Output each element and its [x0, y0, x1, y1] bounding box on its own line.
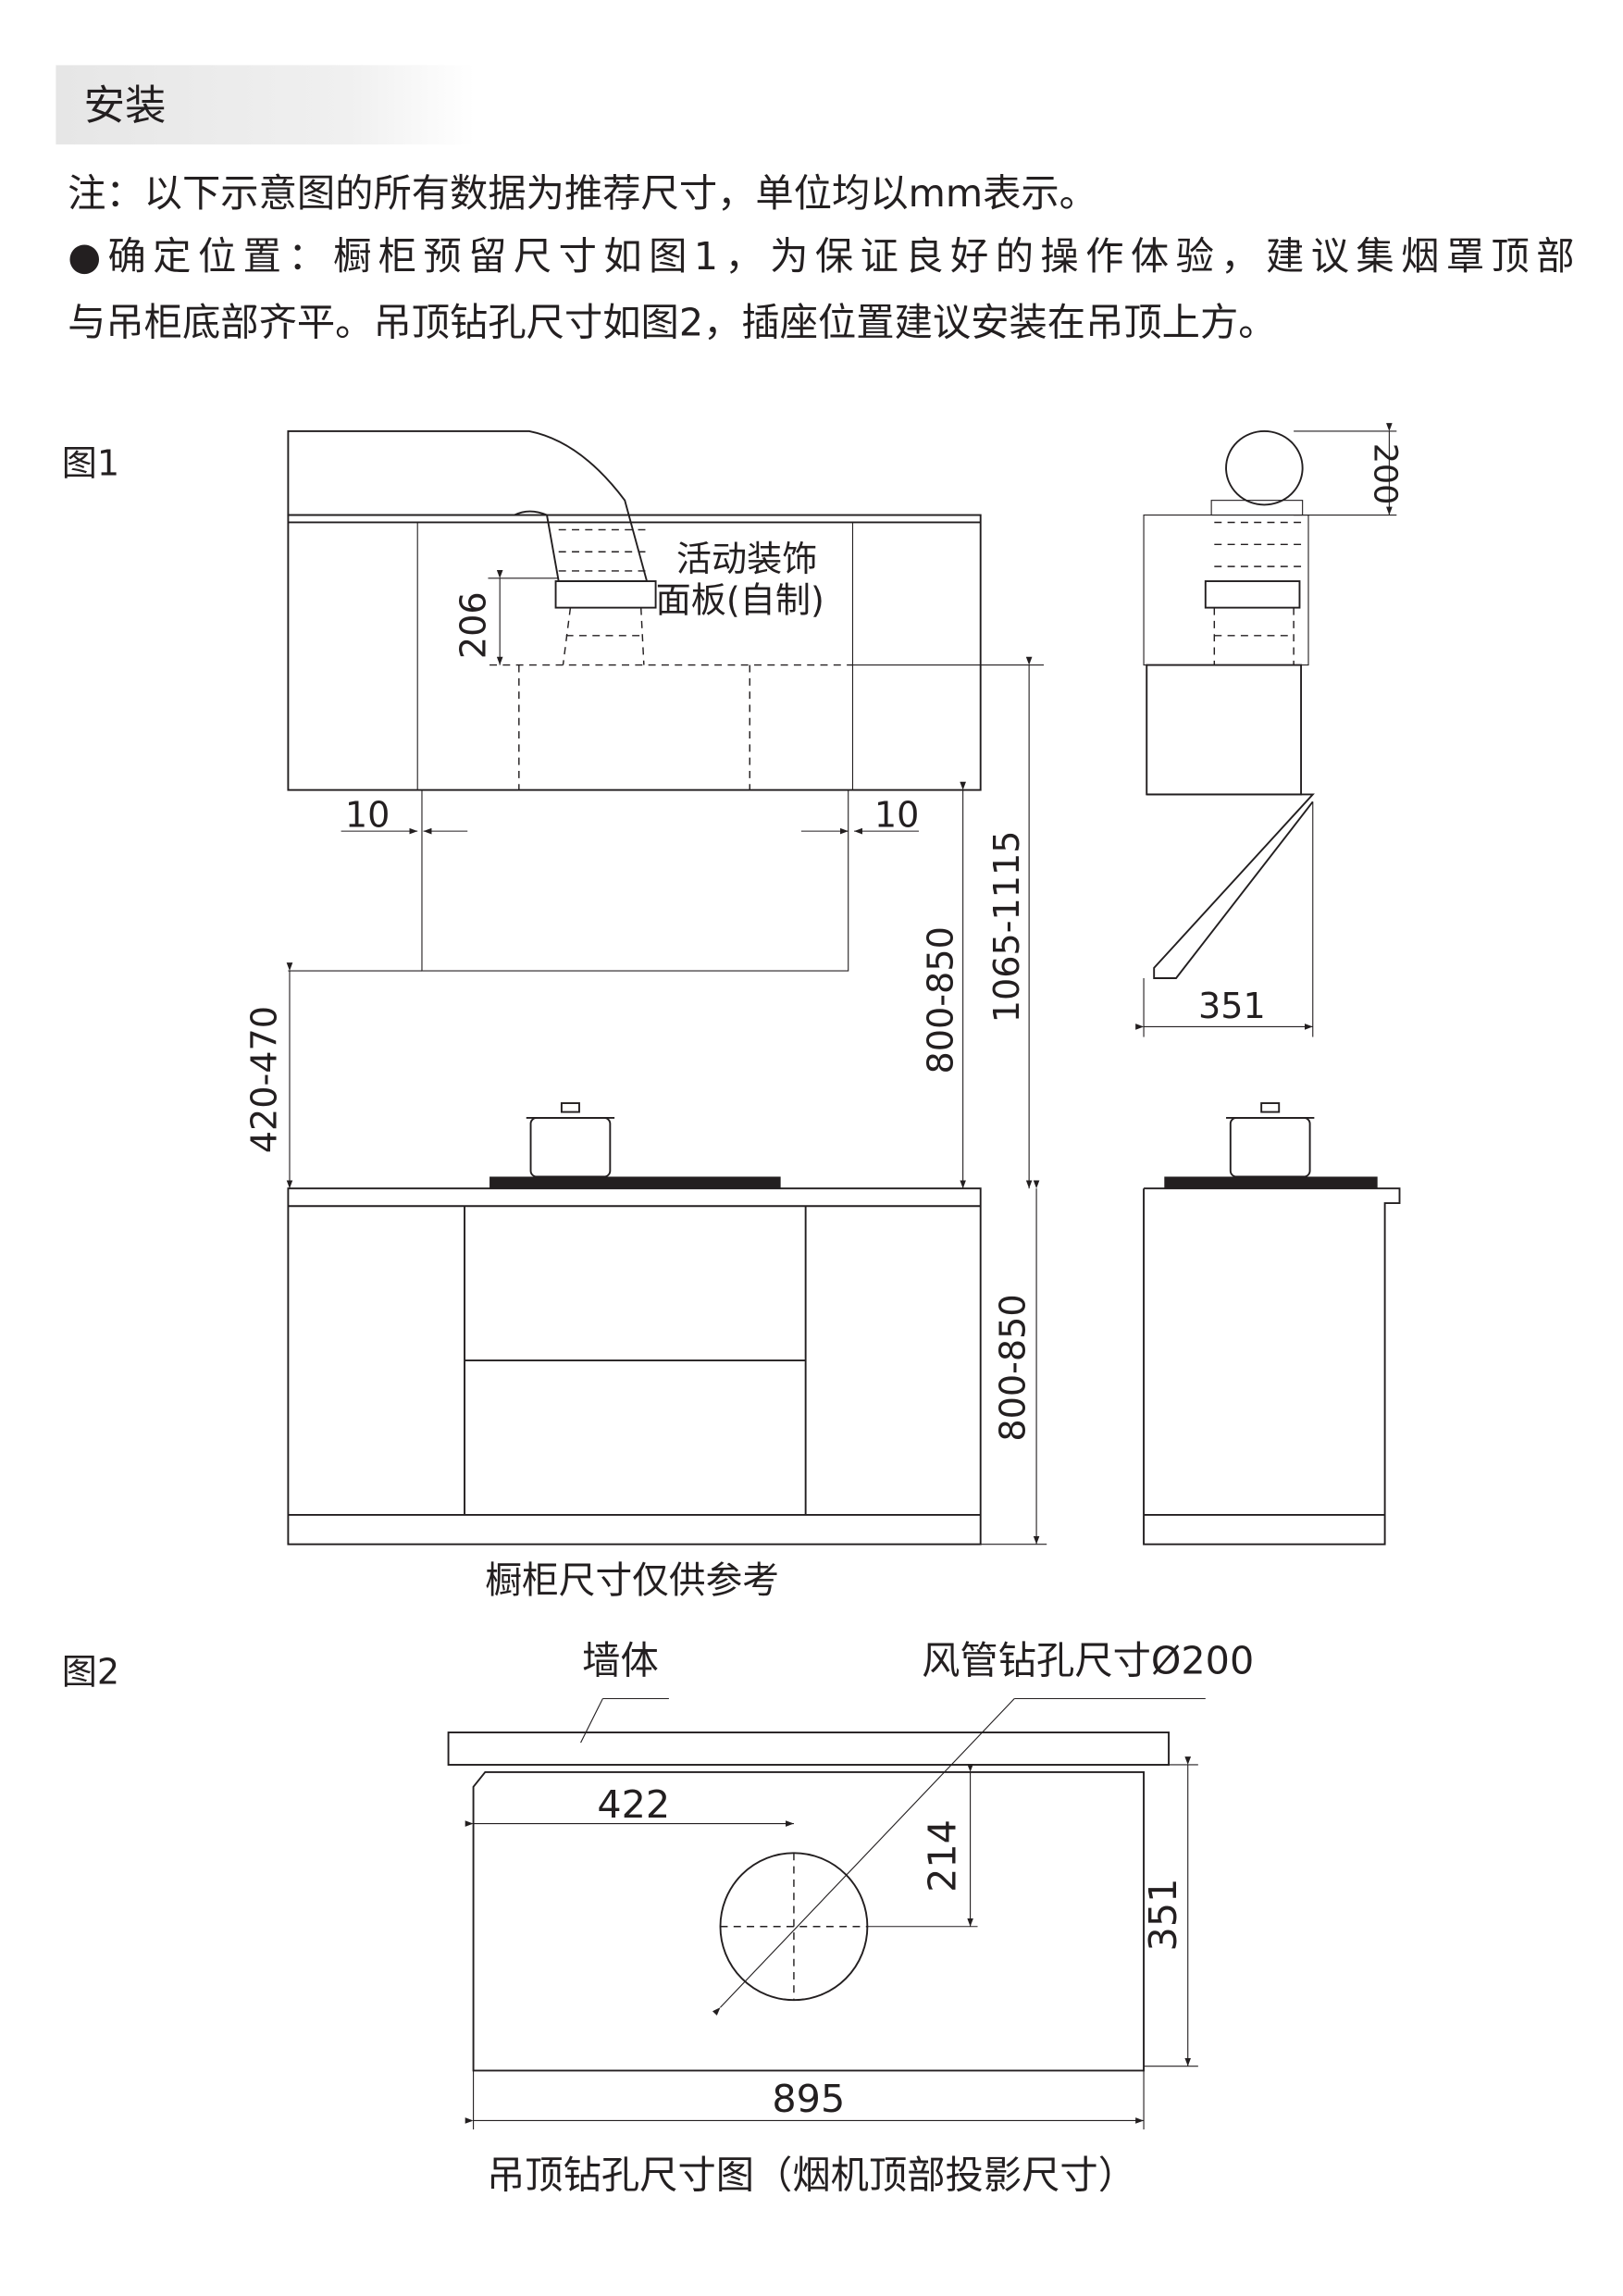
dimension-label: 200 [1366, 443, 1403, 505]
dim-351: 351 [1141, 1756, 1198, 2067]
drawing-mark [1143, 514, 1309, 666]
drawing-mark [1146, 664, 1303, 796]
dim-800-850-lower: 800-850 [980, 1180, 1047, 1545]
drawing-mark [1143, 1187, 1401, 1545]
dimension-label: 351 [1198, 986, 1266, 1026]
dim-206: 206 [452, 569, 559, 665]
duct-collar [554, 580, 657, 609]
drawing-mark [560, 1102, 580, 1113]
drawing-mark [1213, 607, 1295, 665]
section-title: 安装 [84, 82, 167, 130]
side-view: 200 351 [1135, 423, 1403, 1545]
dimension-label: 420-470 [244, 1006, 285, 1153]
note-line: 注：以下示意图的所有数据为推荐尺寸，单位均以mm表示。 [68, 171, 1097, 216]
dim-10-left: 10 [341, 794, 468, 835]
dim-10-right: 10 [800, 794, 920, 835]
duct-end [1225, 430, 1304, 506]
dim-214: 214 [867, 1764, 978, 1928]
dimension-label: 10 [874, 794, 920, 835]
dim-1065-1115: 1065-1115 [852, 656, 1045, 1189]
ceiling-drilling-diagram: 墙体 风管钻孔尺寸Ø200 422 214 351 895 吊顶钻孔尺寸图（烟机… [447, 1638, 1254, 2198]
drawing-mark [1210, 500, 1304, 516]
install-notes: 注：以下示意图的所有数据为推荐尺寸，单位均以mm表示。 ●确定位置：橱柜预留尺寸… [68, 171, 1574, 345]
panel-label: 面板(自制) [656, 579, 824, 620]
note-line: ●确定位置：橱柜预留尺寸如图1，为保证良好的操作体验，建议集烟罩顶部 [68, 234, 1574, 279]
cooktop [489, 1176, 781, 1189]
wall [447, 1731, 1171, 1766]
figure2-caption: 吊顶钻孔尺寸图（烟机顶部投影尺寸） [487, 2153, 1136, 2198]
panel-label: 活动装饰 [676, 539, 818, 579]
base-cabinet [287, 1187, 982, 1545]
dimension-label: 206 [452, 591, 493, 659]
drawing-mark [1214, 521, 1303, 567]
dimension-label: 895 [772, 2077, 845, 2121]
drawing-mark [1146, 793, 1315, 979]
drawing-mark [580, 1698, 603, 1744]
dimension-label: 800-850 [992, 1294, 1033, 1441]
pot-icon [526, 1102, 615, 1178]
figure2-label: 图2 [62, 1652, 119, 1693]
dim-351-side: 351 [1135, 801, 1314, 1037]
figure1-label: 图1 [62, 443, 119, 484]
drawing-mark [720, 1853, 868, 2001]
dimension-label: 214 [921, 1819, 965, 1893]
pot-icon [1226, 1102, 1315, 1178]
duct-horizontal [287, 430, 649, 582]
wall-cabinet [287, 514, 982, 791]
drawing-mark [1260, 1102, 1281, 1113]
drawing-mark [56, 65, 476, 145]
dimension-label: 10 [345, 794, 390, 835]
dim-200: 200 [1294, 423, 1403, 516]
drawing-mark [288, 1205, 981, 1516]
cooktop-side [1164, 1176, 1378, 1189]
hood-projection [472, 1770, 1146, 2072]
dimension-label: 422 [597, 1782, 670, 1827]
dim-800-850-upper: 800-850 [921, 781, 966, 1189]
drawing-mark [1204, 580, 1301, 609]
dim-420-470: 420-470 [244, 962, 293, 1189]
drawing-mark [1229, 1116, 1311, 1178]
drawing-mark [562, 607, 645, 665]
figure1-caption: 橱柜尺寸仅供参考 [485, 1559, 779, 1602]
hole-label: 风管钻孔尺寸Ø200 [922, 1638, 1254, 1682]
drawing-mark [529, 1116, 612, 1178]
wall-label: 墙体 [582, 1638, 659, 1682]
dim-422: 422 [465, 1782, 794, 1827]
front-view: 活动装饰 面板(自制) 206 10 10 1065-1115 800-850 … [244, 430, 1047, 1602]
drawing-mark [489, 664, 853, 790]
dimension-label: 351 [1141, 1879, 1185, 1952]
drawing-mark [558, 528, 648, 572]
note-line: 与吊柜底部齐平。吊顶钻孔尺寸如图2，插座位置建议安装在吊顶上方。 [68, 301, 1276, 345]
dimension-label: 1065-1115 [986, 830, 1027, 1023]
dimension-label: 800-850 [921, 926, 961, 1074]
section-header: 安装 [56, 65, 476, 145]
drawing-mark [712, 1698, 1015, 2016]
hood-body [421, 789, 849, 972]
dim-895: 895 [465, 2070, 1145, 2130]
